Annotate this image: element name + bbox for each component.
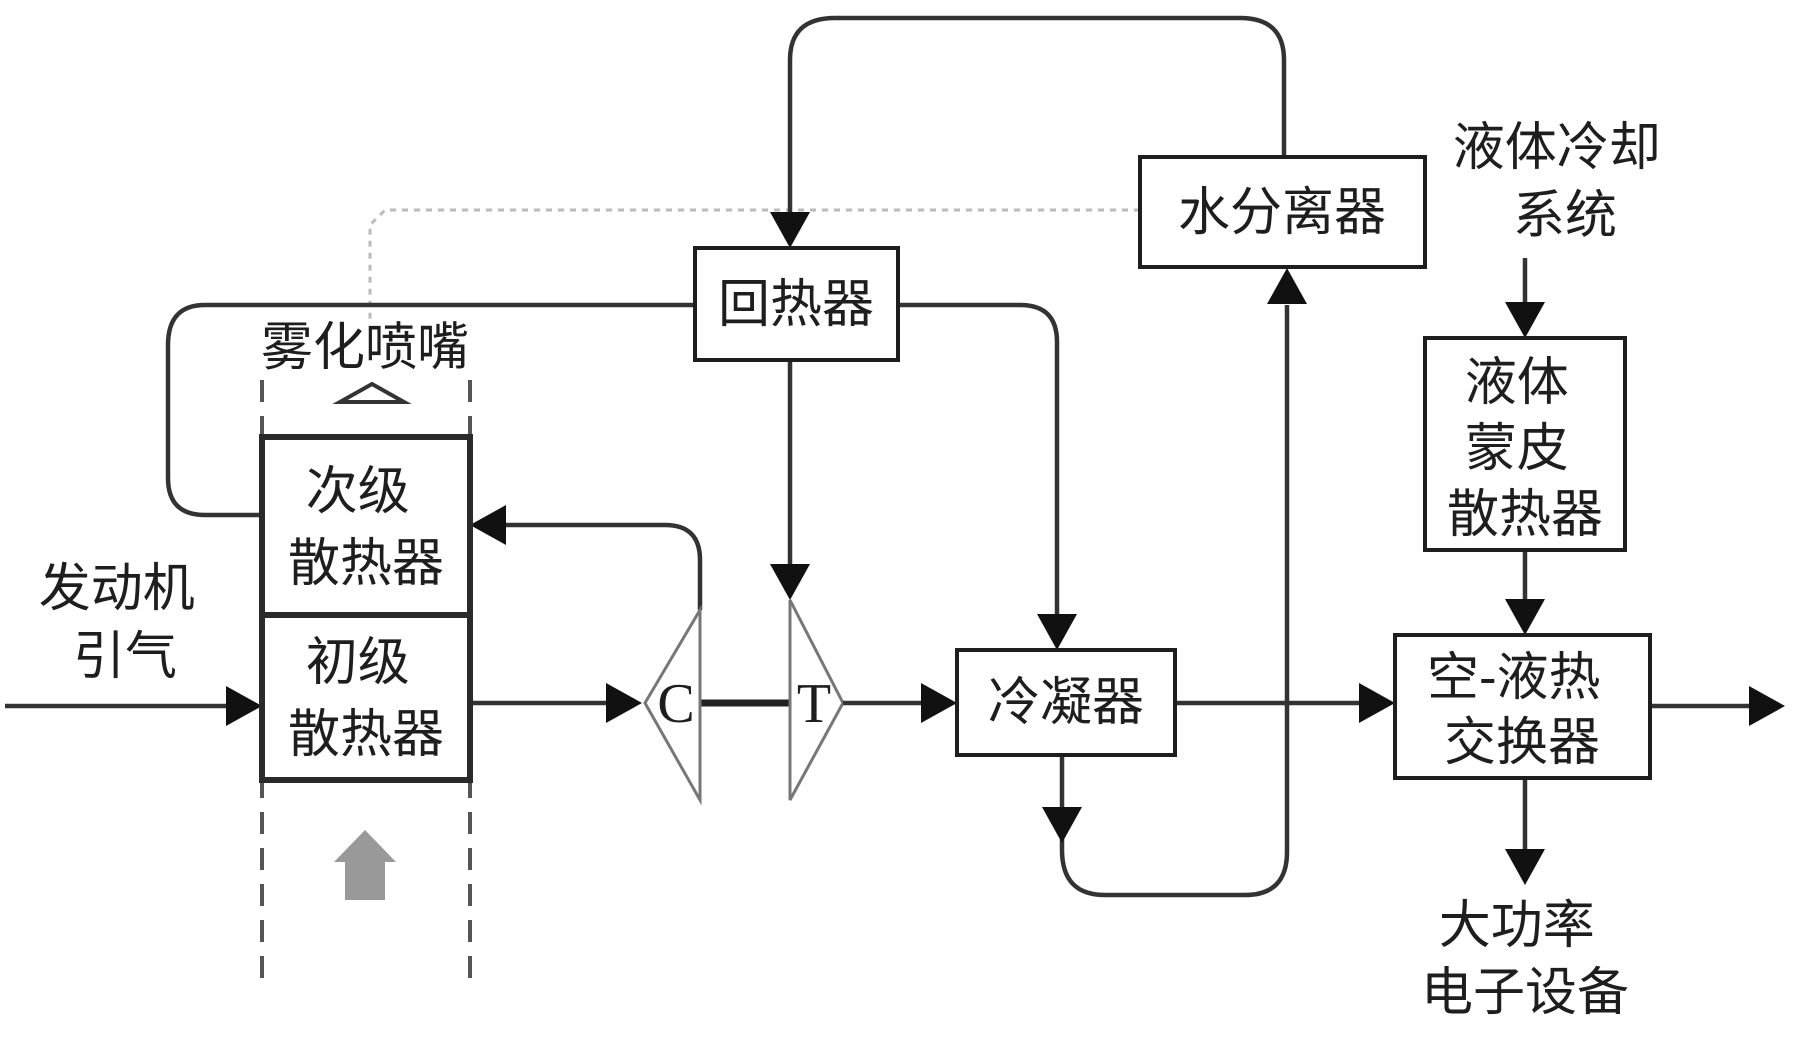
condenser-box bbox=[955, 648, 1177, 757]
compressor-label: C bbox=[657, 673, 694, 735]
to-electronics-arrow-icon bbox=[1505, 849, 1545, 885]
to-regenerator-arrow-icon bbox=[770, 212, 810, 248]
to-hx-top-arrow-icon bbox=[1505, 599, 1545, 635]
regenerator-label: 回热器 bbox=[718, 275, 874, 335]
primary-radiator-label: 初级 散热器 bbox=[288, 633, 444, 765]
turbine-shape bbox=[788, 599, 845, 801]
secondary-to-regenerator-line bbox=[165, 302, 695, 518]
liquid-skin-radiator-label: 液体 蒙皮 散热器 bbox=[1447, 353, 1603, 545]
atomizing-nozzle-label: 雾化喷嘴 bbox=[261, 318, 469, 378]
to-separator-arrow-icon bbox=[1267, 268, 1307, 304]
secondary-radiator-label: 次级 散热器 bbox=[288, 462, 444, 594]
separator-to-regenerator-line bbox=[787, 15, 1287, 215]
to-skin-arrow-icon bbox=[1505, 302, 1545, 338]
condenser-to-separator-line bbox=[1059, 305, 1290, 898]
high-power-electronics-label: 大功率 电子设备 bbox=[1421, 896, 1629, 1023]
hx-output-arrow-icon bbox=[1749, 686, 1785, 726]
condenser-label: 冷凝器 bbox=[988, 673, 1144, 733]
to-hx-arrow-icon bbox=[1359, 683, 1395, 723]
to-turbine-arrow-icon bbox=[770, 564, 810, 600]
bleed-arrow-icon bbox=[226, 686, 262, 726]
compressor-shape bbox=[643, 604, 702, 806]
to-secondary-arrow-icon bbox=[470, 505, 506, 545]
to-compressor-arrow-icon bbox=[606, 683, 642, 723]
air-liquid-hx-label: 空-液热 交换器 bbox=[1427, 648, 1617, 773]
condenser-drain-arrow-icon bbox=[1042, 807, 1082, 843]
water-separator-label: 水分离器 bbox=[1178, 183, 1386, 243]
nozzle-icon bbox=[332, 381, 412, 404]
regenerator-to-condenser-line bbox=[898, 302, 1060, 615]
compressor-to-secondary-line bbox=[505, 522, 703, 610]
engine-bleed-label: 发动机 引气 bbox=[39, 559, 212, 687]
water-return-line bbox=[368, 208, 1140, 320]
to-condenser-inlet-arrow-icon bbox=[921, 683, 957, 723]
air-liquid-hx-box bbox=[1393, 633, 1652, 780]
turbine-label: T bbox=[797, 673, 831, 735]
water-separator-box bbox=[1138, 155, 1427, 269]
primary-radiator-box bbox=[259, 612, 473, 783]
liquid-skin-radiator-box bbox=[1423, 336, 1627, 552]
regenerator-box bbox=[693, 246, 900, 362]
liquid-cooling-system-label: 液体冷却 系统 bbox=[1453, 118, 1678, 246]
to-condenser-arrow-icon bbox=[1037, 614, 1077, 650]
ram-air-arrow-icon bbox=[334, 830, 396, 900]
